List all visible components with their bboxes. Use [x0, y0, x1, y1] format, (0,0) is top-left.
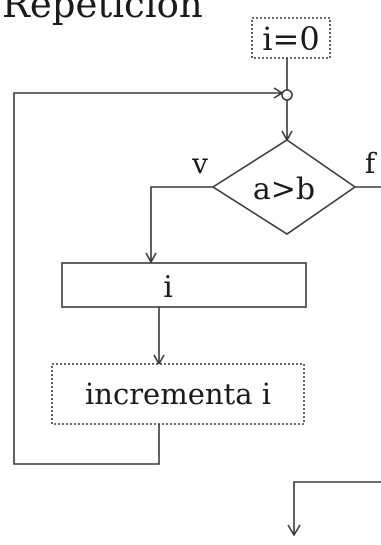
- false-branch-label: f: [365, 147, 378, 180]
- body-box: [61, 262, 307, 308]
- exit-arrowhead: [287, 524, 301, 537]
- init-label: i=0: [262, 20, 319, 58]
- merge-connector: [281, 89, 293, 101]
- diagram-title: Repetición: [2, 0, 203, 26]
- loop-back-line: [13, 92, 282, 465]
- loop-back-arrowhead: [273, 87, 284, 99]
- exit-line: [293, 481, 381, 535]
- true-branch-label: v: [191, 147, 208, 180]
- condition-label: a>b: [253, 172, 315, 207]
- init-box: [251, 17, 331, 59]
- condition-diamond: [211, 139, 357, 235]
- true-branch-arrowhead: [145, 252, 157, 264]
- increment-box: [51, 363, 305, 425]
- true-branch-line: [150, 186, 213, 262]
- increment-label: incrementa i: [85, 377, 271, 411]
- body-label: i: [163, 270, 173, 305]
